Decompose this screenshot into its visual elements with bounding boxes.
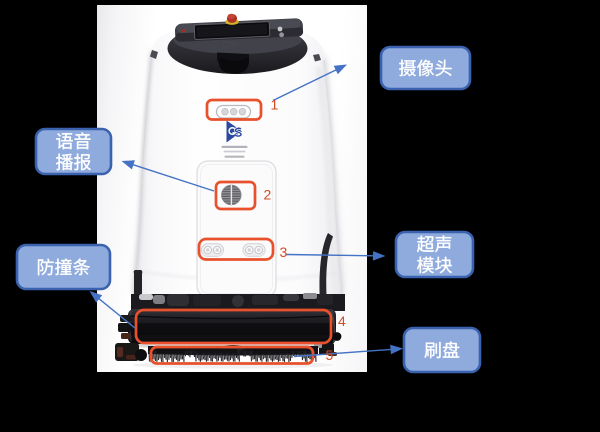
svg-text:3: 3 xyxy=(280,244,288,260)
svg-text:5: 5 xyxy=(326,347,334,363)
svg-text:2: 2 xyxy=(264,187,272,203)
svg-text:4: 4 xyxy=(338,313,346,329)
svg-text:1: 1 xyxy=(271,97,279,113)
